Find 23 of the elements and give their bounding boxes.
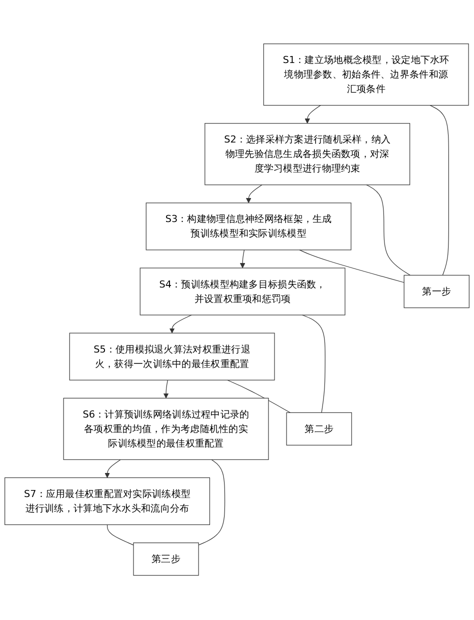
node-box: S6：计算预训练网络训练过程中记录的各项权重的均值，作为考虑随机性的实际训练模型的最佳权重配置 [63, 398, 269, 460]
node-box: S2：选择采样方案进行随机采样，纳入物理先验信息生成各损失函数项，对深度学习模型进行物理约束 [204, 123, 410, 186]
node-box: S3：构建物理信息神经网络框架，生成预训练模型和实际训练模型 [146, 203, 352, 251]
node-box: S4：预训练模型构建多目标损失函数，并设置权重项和惩罚项 [140, 268, 346, 316]
arrow [104, 460, 121, 478]
node-box: 第三步 [133, 542, 199, 576]
node-box: S1：建立场地概念模型，设定地下水环境物理参数、初始条件、边界条件和源汇项条件 [263, 44, 469, 106]
arrow [246, 184, 262, 204]
connector [430, 105, 449, 276]
arrow [169, 315, 192, 334]
node-box: 第一步 [404, 275, 470, 308]
connector [366, 184, 411, 276]
connector [106, 524, 134, 546]
node-box: 第二步 [286, 412, 352, 446]
arrow [304, 105, 321, 124]
connector [302, 315, 326, 414]
node-box: S5：使用模拟退火算法对权重进行退火，获得一次训练中的最佳权重配置 [69, 333, 275, 381]
connector [198, 460, 226, 546]
connector [299, 250, 404, 284]
arrow [240, 250, 246, 269]
connector [227, 380, 291, 414]
arrow [163, 380, 169, 399]
node-box: S7：应用最佳权重配置对实际训练模型进行训练，计算地下水水头和流向分布 [4, 478, 210, 526]
